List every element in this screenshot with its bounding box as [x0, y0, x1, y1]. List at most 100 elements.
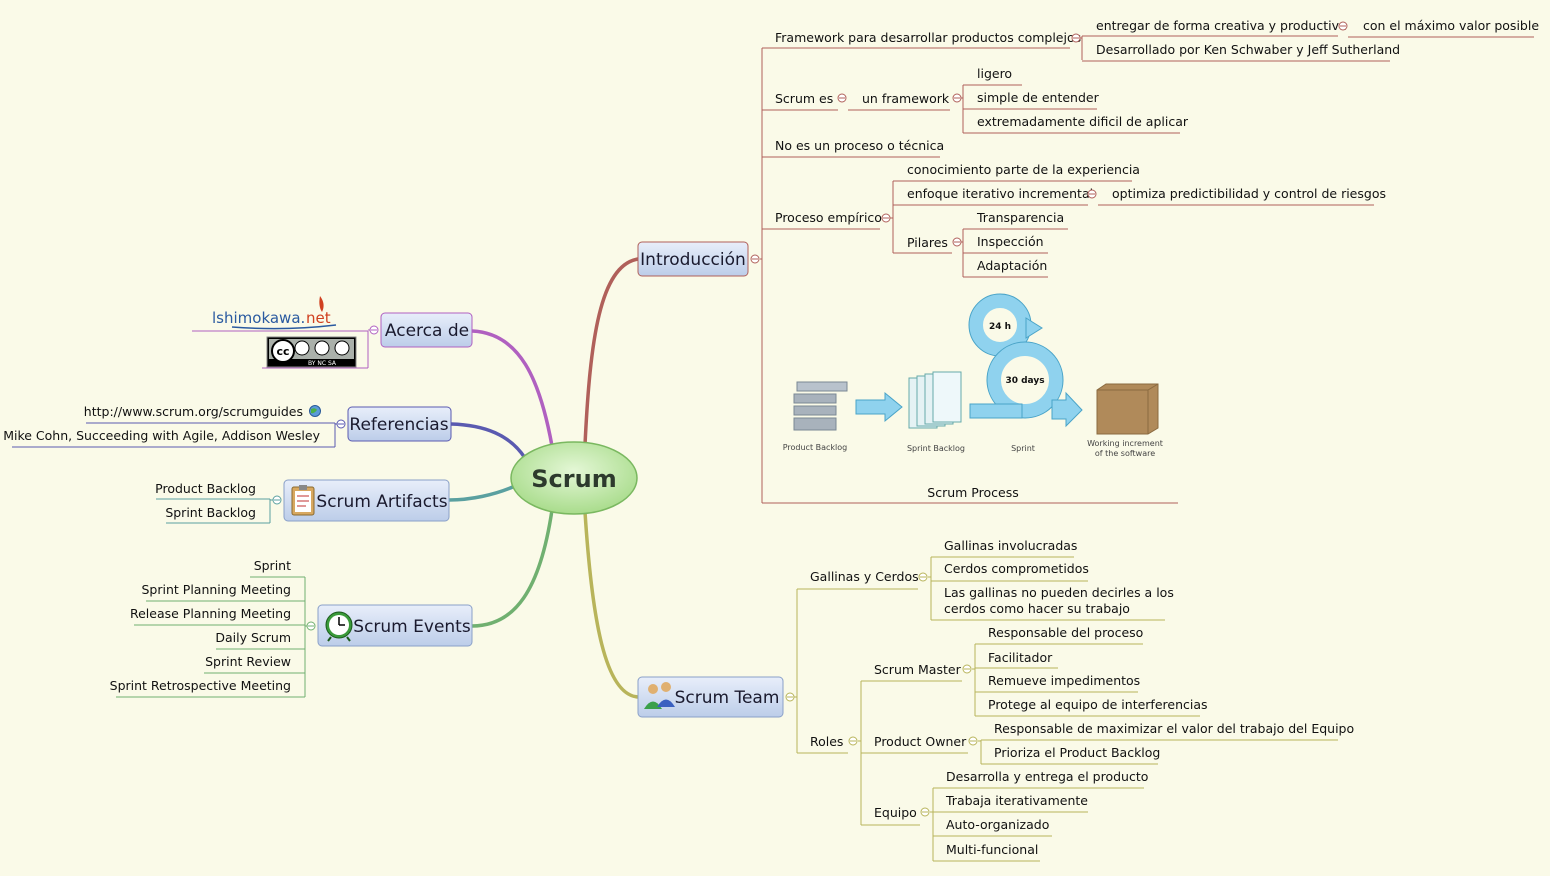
un-framework-label: un framework — [862, 91, 950, 106]
collapse-toggle-framework[interactable] — [1071, 33, 1081, 43]
owner-item-1[interactable]: Responsable de maximizar el valor del tr… — [994, 721, 1354, 736]
branch-line-acerca — [470, 329, 554, 448]
topic-referencias[interactable]: Referencias — [347, 406, 452, 442]
central-topic[interactable]: Scrum — [510, 441, 638, 515]
equipo-item-4[interactable]: Multi-funcional — [946, 842, 1038, 857]
by-icon — [294, 340, 310, 356]
pilar-adaptacion[interactable]: Adaptación — [977, 258, 1047, 273]
event-label: Sprint Retrospective Meeting — [110, 678, 291, 693]
max-value-node[interactable]: con el máximo valor posible — [1363, 18, 1539, 33]
trait-dificil[interactable]: extremadamente dificil de aplicar — [977, 114, 1189, 129]
event-label: Sprint — [254, 558, 291, 573]
event-label: Sprint Review — [205, 654, 291, 669]
topic-scrum-team[interactable]: Scrum Team — [637, 676, 784, 718]
framework-node[interactable]: Framework para desarrollar productos com… — [775, 30, 1081, 45]
collapse-toggle-roles[interactable] — [848, 736, 858, 746]
team-icon — [644, 682, 675, 709]
gallinas-item-1[interactable]: Gallinas involucradas — [944, 538, 1077, 553]
collapse-toggle-owner[interactable] — [968, 736, 978, 746]
event-sprint[interactable]: Sprint — [254, 558, 291, 573]
creative-node[interactable]: entregar de forma creativa y productiva — [1096, 18, 1347, 33]
equipo-node[interactable]: Equipo — [874, 805, 917, 820]
event-sprint-retrospective[interactable]: Sprint Retrospective Meeting — [110, 678, 291, 693]
scrum-master-node[interactable]: Scrum Master — [874, 662, 962, 677]
collapse-toggle-acerca[interactable] — [369, 325, 379, 335]
topic-acerca-de[interactable]: Acerca de — [380, 312, 473, 348]
empirico-node[interactable]: Proceso empírico — [775, 210, 882, 225]
trait-ligero[interactable]: ligero — [977, 66, 1012, 81]
master-item-label: Protege al equipo de interferencias — [988, 697, 1208, 712]
event-release-planning[interactable]: Release Planning Meeting — [130, 606, 291, 621]
scrum-process-caption-node[interactable]: Scrum Process — [927, 485, 1018, 500]
event-daily-scrum[interactable]: Daily Scrum — [215, 630, 291, 645]
acerca-de-label: Acerca de — [385, 321, 469, 341]
master-item-2[interactable]: Facilitador — [988, 650, 1053, 665]
trait-simple[interactable]: simple de entender — [977, 90, 1100, 105]
framework-label: Framework para desarrollar productos com… — [775, 30, 1081, 45]
main-branches — [447, 257, 640, 699]
master-item-4[interactable]: Protege al equipo de interferencias — [988, 697, 1208, 712]
pilar-inspeccion[interactable]: Inspección — [977, 234, 1044, 249]
un-framework-node[interactable]: un framework — [862, 91, 950, 106]
collapse-toggle-empirico[interactable] — [881, 213, 891, 223]
event-sprint-review[interactable]: Sprint Review — [205, 654, 291, 669]
equipo-item-1[interactable]: Desarrolla y entrega el producto — [946, 769, 1148, 784]
owner-item-2[interactable]: Prioriza el Product Backlog — [994, 745, 1160, 760]
topic-scrum-artifacts[interactable]: Scrum Artifacts — [283, 479, 450, 522]
pilares-node[interactable]: Pilares — [907, 235, 948, 250]
collapse-toggle-team[interactable] — [785, 692, 795, 702]
optimize-node[interactable]: optimiza predictibilidad y control de ri… — [1112, 186, 1386, 201]
collapse-toggle-gallinas[interactable] — [918, 572, 928, 582]
branch-line-intro — [583, 257, 640, 447]
collapse-toggle-un-framework[interactable] — [952, 93, 962, 103]
knowledge-label: conocimiento parte de la experiencia — [907, 162, 1140, 177]
no-process-node[interactable]: No es un proceso o técnica — [775, 138, 944, 153]
cc-license-badge[interactable]: cc BY NC SA — [266, 336, 357, 368]
equipo-item-3[interactable]: Auto-organizado — [946, 817, 1049, 832]
artifact-label: Sprint Backlog — [165, 505, 256, 520]
master-item-1[interactable]: Responsable del proceso — [988, 625, 1143, 640]
knowledge-node[interactable]: conocimiento parte de la experiencia — [907, 162, 1140, 177]
collapse-toggle-creative[interactable] — [1338, 21, 1348, 31]
scrum-process-image[interactable]: Product Backlog Sprint Backlog 24 h 30 d… — [783, 293, 1163, 458]
product-owner-node[interactable]: Product Owner — [874, 734, 967, 749]
master-item-label: Facilitador — [988, 650, 1053, 665]
referencia-mike-cohn[interactable]: Mike Cohn, Succeeding with Agile, Addiso… — [3, 428, 320, 443]
collapse-toggle-artifacts[interactable] — [272, 495, 282, 505]
equipo-item-2[interactable]: Trabaja iterativamente — [945, 793, 1088, 808]
gallinas-note-line-2: cerdos como hacer su trabajo — [944, 601, 1130, 616]
iterative-node[interactable]: enfoque iterativo incremental — [907, 186, 1093, 201]
topic-scrum-events[interactable]: Scrum Events — [317, 604, 473, 647]
pilar-transparencia[interactable]: Transparencia — [976, 210, 1064, 225]
trait-label: simple de entender — [977, 90, 1100, 105]
event-sprint-planning[interactable]: Sprint Planning Meeting — [142, 582, 292, 597]
topic-introduccion[interactable]: Introducción — [637, 241, 749, 277]
collapse-toggle-pilares[interactable] — [952, 237, 962, 247]
gallinas-item-2[interactable]: Cerdos comprometidos — [944, 561, 1089, 576]
collapse-toggle-intro[interactable] — [750, 254, 760, 264]
referencia-scrum-guides[interactable]: http://www.scrum.org/scrumguides — [84, 404, 321, 419]
artifact-sprint-backlog[interactable]: Sprint Backlog — [165, 505, 256, 520]
license-terms: BY NC SA — [308, 360, 337, 367]
sprint-backlog-caption: Sprint Backlog — [907, 444, 965, 453]
artifact-label: Product Backlog — [155, 481, 256, 496]
artifact-product-backlog[interactable]: Product Backlog — [155, 481, 256, 496]
collapse-toggle-referencias[interactable] — [336, 419, 346, 429]
increment-caption-1: Working increment — [1087, 439, 1163, 448]
equipo-item-label: Desarrolla y entrega el producto — [946, 769, 1148, 784]
gallinas-node[interactable]: Gallinas y Cerdos — [810, 569, 919, 584]
scrum-es-node[interactable]: Scrum es — [775, 91, 833, 106]
increment-caption-2: of the software — [1095, 449, 1155, 458]
collapse-toggle-events[interactable] — [306, 621, 316, 631]
collapse-toggle-scrum-es[interactable] — [837, 93, 847, 103]
collapse-toggle-iterative[interactable] — [1087, 189, 1097, 199]
creative-label: entregar de forma creativa y productiva — [1096, 18, 1347, 33]
roles-node[interactable]: Roles — [810, 734, 843, 749]
collapse-toggle-master[interactable] — [962, 664, 972, 674]
box-icon — [1096, 383, 1159, 435]
gallinas-note[interactable]: Las gallinas no pueden decirles a los ce… — [944, 585, 1174, 616]
master-item-3[interactable]: Remueve impedimentos — [988, 673, 1140, 688]
collapse-toggle-equipo[interactable] — [920, 807, 930, 817]
lshimokawa-logo[interactable]: lshimokawa. net — [212, 296, 337, 330]
authors-node[interactable]: Desarrollado por Ken Schwaber y Jeff Sut… — [1096, 42, 1400, 57]
